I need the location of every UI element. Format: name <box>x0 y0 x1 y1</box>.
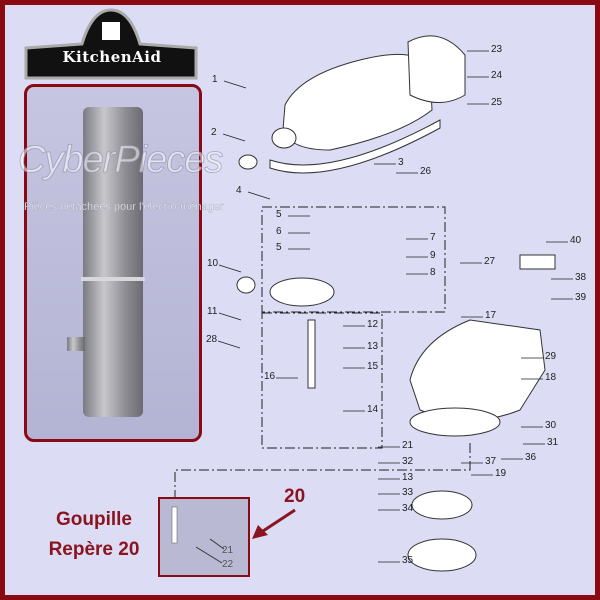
gear-11 <box>269 277 335 307</box>
switch-38 <box>519 254 556 270</box>
part-label: 23 <box>491 44 503 55</box>
part-label: 19 <box>495 468 507 479</box>
part-label: 33 <box>402 487 414 498</box>
part-label: 28 <box>206 334 218 345</box>
ring-35 <box>407 538 477 572</box>
part-label: 15 <box>367 361 379 372</box>
ring-34 <box>411 490 473 520</box>
caption-line-2: Repère 20 <box>48 539 140 560</box>
part-label: 39 <box>575 292 587 303</box>
part-label: 29 <box>545 351 557 362</box>
part-label: 38 <box>575 272 587 283</box>
leader-line <box>217 340 241 349</box>
group-box-12-16 <box>261 312 383 449</box>
part-label: 17 <box>485 310 497 321</box>
part-label: 37 <box>485 456 497 467</box>
end-cover <box>407 35 466 103</box>
group-box-5-9 <box>261 206 446 313</box>
part-label: 8 <box>430 267 436 278</box>
part-label: 7 <box>430 232 436 243</box>
part-label: 34 <box>402 503 414 514</box>
kitchenaid-logo <box>22 8 200 80</box>
part-label: 18 <box>545 372 557 383</box>
part-label: 30 <box>545 420 557 431</box>
pin-stub <box>67 337 85 351</box>
part-label: 14 <box>367 404 379 415</box>
part-label: 13 <box>402 472 414 483</box>
hub-cap <box>271 127 297 149</box>
part-label: 35 <box>402 555 414 566</box>
knob <box>238 154 258 170</box>
logo-text: KitchenAid <box>62 48 162 66</box>
part-label: 26 <box>420 166 432 177</box>
part-label: 1 <box>212 74 218 85</box>
inset-label-21: 21 <box>222 545 234 556</box>
part-label: 25 <box>491 97 503 108</box>
link-line <box>174 440 471 500</box>
inset-label-22: 22 <box>222 559 234 570</box>
part-label: 31 <box>547 437 559 448</box>
watermark-title: CyberPieces <box>17 139 223 182</box>
leader-line <box>218 312 242 321</box>
part-label: 5 <box>276 209 282 220</box>
gear-case <box>409 319 546 421</box>
part-label: 12 <box>367 319 379 330</box>
pin-detail-inset: 21 22 <box>158 497 250 577</box>
product-photo <box>24 84 202 442</box>
highlight-number: 20 <box>284 486 306 507</box>
gear-10 <box>236 276 256 294</box>
part-label: 21 <box>402 440 414 451</box>
part-label: 36 <box>525 452 537 463</box>
part-label: 5 <box>276 242 282 253</box>
trim-band <box>269 119 441 174</box>
part-label: 2 <box>211 127 217 138</box>
part-label: 27 <box>484 256 496 267</box>
part-label: 11 <box>207 306 218 317</box>
leader-line <box>222 133 246 142</box>
gear-plate <box>409 407 501 437</box>
leader-line <box>223 80 247 89</box>
part-caption: Goupille Repère 20 <box>24 505 164 565</box>
shaft-12 <box>307 319 316 389</box>
watermark-subtitle: Pièces détachées pour l'électro-ménager <box>24 201 224 213</box>
part-label: 9 <box>430 250 436 261</box>
caption-line-1: Goupille <box>56 509 132 530</box>
arrow-icon <box>252 508 296 539</box>
part-label: 13 <box>367 341 379 352</box>
leader-line <box>247 191 271 200</box>
pin-cylinder <box>83 107 143 417</box>
part-label: 4 <box>236 185 242 196</box>
part-label: 6 <box>276 226 282 237</box>
part-label: 3 <box>398 157 404 168</box>
part-label: 10 <box>207 258 219 269</box>
part-label: 16 <box>264 371 276 382</box>
part-label: 24 <box>491 70 503 81</box>
part-label: 32 <box>402 456 414 467</box>
leader-line <box>218 264 242 273</box>
part-label: 40 <box>570 235 582 246</box>
